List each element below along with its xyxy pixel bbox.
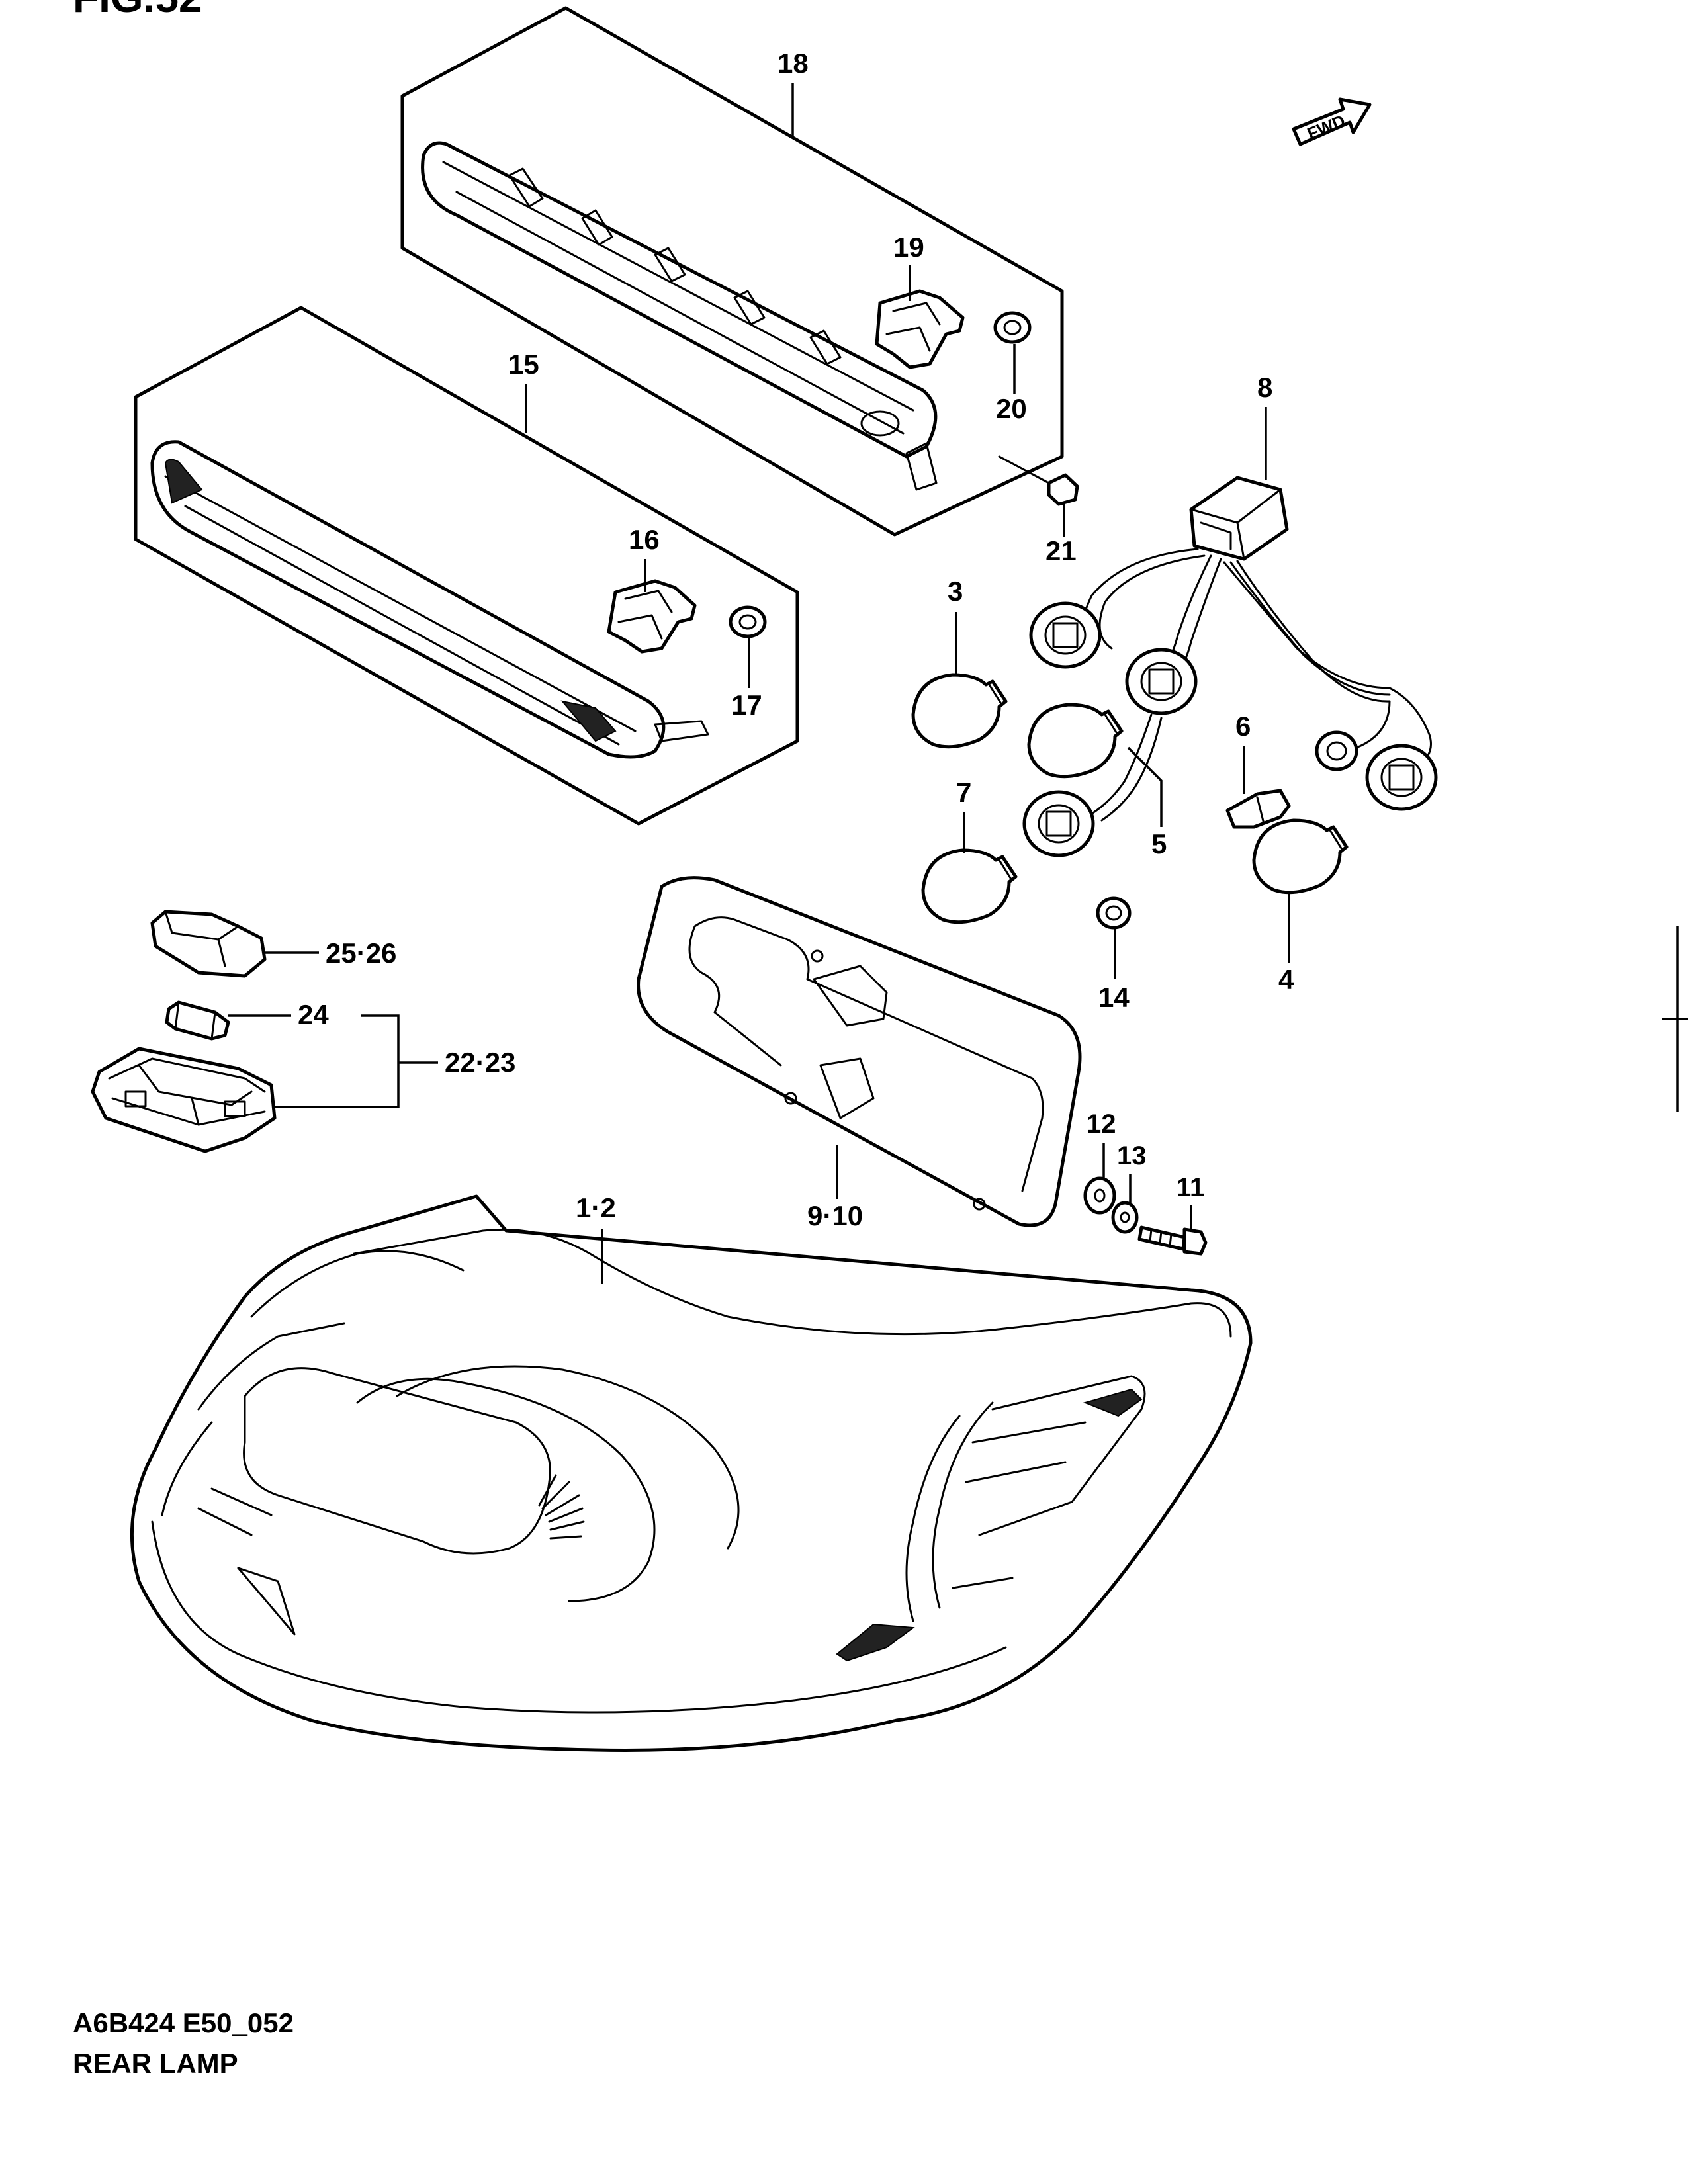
callout-6: 6 — [1235, 711, 1251, 742]
diagram-code: A6B424 E50_052 — [73, 2007, 294, 2038]
diagram-name: REAR LAMP — [73, 2048, 238, 2079]
bulb-socket-top-left — [1029, 601, 1102, 669]
callout-22-23: 22·23 — [445, 1047, 515, 1078]
gasket-9-10 — [637, 876, 1082, 1227]
bulb-7 — [921, 848, 1018, 924]
callout-1-2: 1·2 — [576, 1192, 616, 1223]
bulb-socket-right — [1365, 744, 1438, 811]
callout-5: 5 — [1151, 828, 1167, 859]
callout-17: 17 — [731, 689, 762, 721]
harness-connector-8 — [1189, 476, 1289, 561]
callout-11: 11 — [1177, 1173, 1204, 1202]
bulb-3 — [911, 673, 1008, 749]
callout-9-10: 9·10 — [807, 1200, 863, 1231]
bulb-24 — [165, 1000, 230, 1041]
washer-13 — [1111, 1201, 1139, 1234]
callout-15: 15 — [508, 349, 539, 380]
callout-8: 8 — [1257, 372, 1272, 403]
license-lamp-22-23 — [91, 1047, 277, 1153]
callout-25-26: 25·26 — [326, 938, 396, 969]
lamp-sunburst-icon — [538, 1474, 585, 1540]
callout-20: 20 — [996, 393, 1027, 424]
callout-7: 7 — [956, 777, 971, 808]
callout-21: 21 — [1045, 535, 1077, 566]
callout-12: 12 — [1087, 1110, 1116, 1139]
fwd-arrow-icon: FWD — [1292, 97, 1372, 146]
figure-title: FIG.52 — [73, 0, 202, 21]
bulb-socket-bottom-left — [1022, 790, 1095, 857]
callout-18: 18 — [777, 48, 809, 79]
callout-3: 3 — [948, 576, 963, 607]
cover-25-26 — [150, 910, 267, 978]
bolt-11 — [1137, 1225, 1208, 1256]
callout-4: 4 — [1278, 964, 1294, 995]
callout-14: 14 — [1098, 982, 1130, 1013]
callout-13: 13 — [1117, 1141, 1147, 1170]
high-mount-stop-lamp-box — [400, 6, 1064, 537]
bulb-5 — [1027, 703, 1124, 779]
callout-24: 24 — [298, 999, 329, 1030]
grommet-17 — [729, 605, 767, 638]
washer-12 — [1083, 1176, 1116, 1215]
bulb-socket-top-middle — [1125, 648, 1198, 715]
lamp-15-box — [134, 306, 799, 826]
callout-16: 16 — [629, 524, 660, 555]
grommet-14 — [1096, 896, 1132, 930]
bulb-socket-small-right — [1315, 730, 1358, 771]
bulb-4 — [1252, 818, 1349, 895]
callout-19: 19 — [893, 232, 924, 263]
socket-16 — [607, 579, 697, 654]
rear-combination-lamp-1-2 — [130, 1194, 1253, 1752]
socket-19 — [875, 289, 965, 369]
screw-21 — [998, 455, 1079, 506]
grommet-20 — [993, 311, 1032, 344]
bulb-6 — [1225, 789, 1291, 829]
